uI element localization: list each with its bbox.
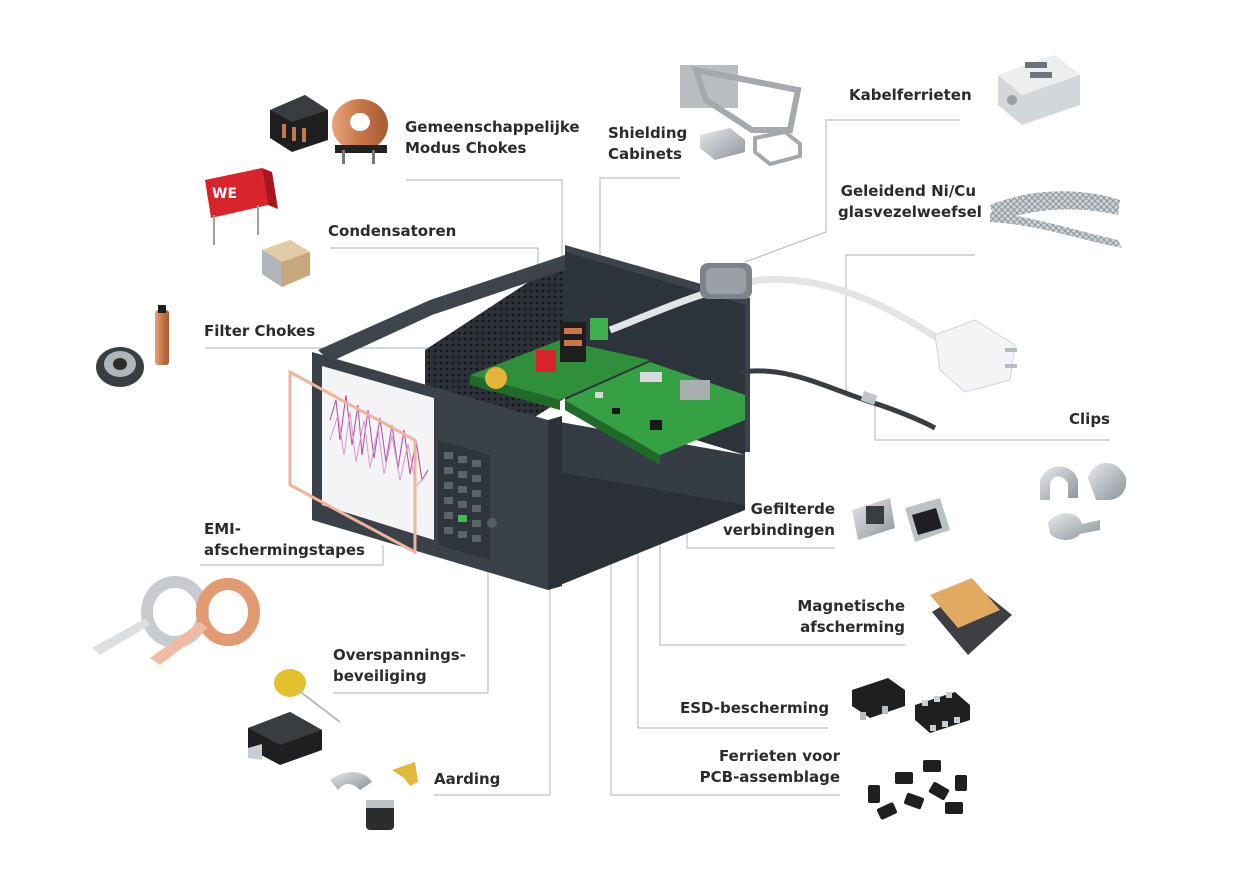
- label-esd-protection: ESD-bescherming: [680, 698, 830, 719]
- emi-tape-images: [92, 576, 260, 665]
- label-shielding-cabinets: Shielding Cabinets: [608, 123, 687, 165]
- label-filtered-connectors: Gefilterde verbindingen: [720, 499, 835, 541]
- label-line: Cabinets: [608, 145, 682, 163]
- magnetic-shielding-images: [930, 578, 1012, 655]
- leader-conductive-fabric: [845, 254, 975, 395]
- label-line: ESD-bescherming: [680, 699, 830, 717]
- power-plug: [934, 319, 1017, 393]
- label-line: Kabelferrieten: [849, 86, 972, 104]
- keypad: [438, 440, 497, 560]
- label-line: Condensatoren: [328, 222, 457, 240]
- label-line: Geleidend Ni/Cu: [840, 182, 976, 200]
- label-line: PCB-assemblage: [699, 768, 840, 786]
- label-line: beveiliging: [333, 667, 427, 685]
- varistor-on-pcb: [485, 367, 507, 389]
- label-line: EMI-: [204, 520, 241, 538]
- label-line: Ferrieten voor: [719, 747, 840, 765]
- label-grounding: Aarding: [434, 769, 500, 790]
- label-line: Overspannings-: [333, 646, 466, 664]
- label-filter-chokes: Filter Chokes: [204, 321, 315, 342]
- label-line: Filter Chokes: [204, 322, 316, 340]
- label-conductive-fabric: Geleidend Ni/Cu glasvezelweefsel: [838, 181, 982, 223]
- shielding-cabinet-images: [680, 65, 802, 167]
- label-line: Shielding: [608, 124, 688, 142]
- label-magnetic-shielding: Magnetische afscherming: [790, 596, 905, 638]
- label-line: glasvezelweefsel: [838, 203, 982, 221]
- emi-tape-frame: [288, 369, 417, 555]
- test-instrument: [288, 245, 750, 590]
- leader-emi-tapes: [200, 545, 384, 566]
- pcb-ferrite-images: [868, 760, 967, 820]
- conductive-fabric-images: [990, 191, 1122, 248]
- capacitor-brand-logo: WE: [212, 186, 237, 202]
- capacitor-images: WE: [205, 168, 310, 287]
- power-cable: [608, 263, 1017, 431]
- capacitor-on-pcb: [536, 350, 556, 372]
- label-pcb-ferrites: Ferrieten voor PCB-assemblage: [690, 746, 840, 788]
- label-common-mode-chokes: Gemeenschappelijke Modus Chokes: [405, 117, 580, 159]
- filtered-connector-images: [852, 498, 950, 542]
- common-mode-choke-images: [270, 95, 388, 164]
- rj45-on-pcb: [680, 380, 710, 400]
- esd-protection-images: [852, 678, 970, 733]
- leader-clips: [874, 405, 1110, 441]
- terminal-block: [590, 318, 608, 340]
- label-line: Clips: [1069, 410, 1110, 428]
- label-line: Magnetische: [797, 597, 905, 615]
- label-line: Gefilterde: [750, 500, 835, 518]
- label-clips: Clips: [1040, 409, 1110, 430]
- label-line: afscherming: [800, 618, 905, 636]
- cable-ferrite-images: [998, 55, 1080, 125]
- label-capacitors: Condensatoren: [328, 221, 456, 242]
- surge-protection-images: [248, 669, 341, 765]
- label-line: verbindingen: [722, 521, 835, 539]
- clip-images: [1040, 463, 1127, 540]
- label-emi-tapes: EMI- afschermingstapes: [204, 519, 365, 561]
- grounding-images: [330, 762, 418, 830]
- label-surge-protection: Overspannings- beveiliging: [333, 645, 466, 687]
- label-cable-ferrites: Kabelferrieten: [849, 85, 972, 106]
- label-line: afschermingstapes: [204, 541, 365, 559]
- filter-choke-images: [96, 305, 169, 387]
- leader-cable-ferrites: [744, 119, 960, 263]
- label-line: Modus Chokes: [405, 139, 527, 157]
- label-line: Gemeenschappelijke: [405, 118, 580, 136]
- label-line: Aarding: [434, 770, 501, 788]
